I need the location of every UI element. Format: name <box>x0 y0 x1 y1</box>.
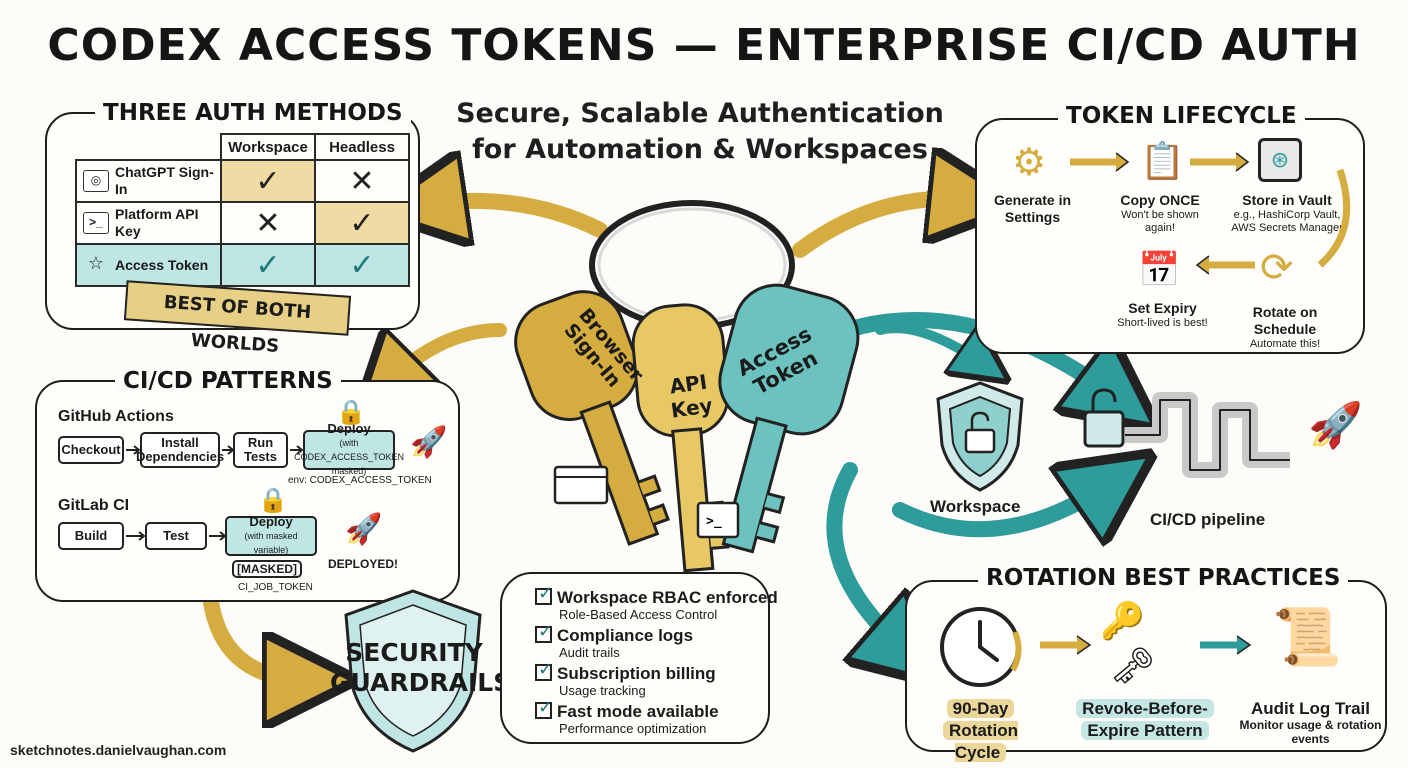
api-key-icon <box>631 303 730 573</box>
lifecycle-generate: Generate in Settings <box>993 192 1072 225</box>
col-headless: Headless <box>314 133 410 161</box>
browser-key-icon <box>514 290 670 546</box>
github-env-var: env: CODEX_ACCESS_TOKEN <box>288 475 432 486</box>
star-icon: ☆ <box>87 253 105 273</box>
arrow-to-guardrails <box>202 587 310 680</box>
arrow-workspace-to-pipeline <box>892 480 1115 529</box>
new-key-icon: 🗝 <box>1110 645 1156 686</box>
clock-icon <box>940 607 1022 687</box>
auth-methods-table: Workspace Headless ◎ChatGPT Sign-In ✓ ✕ … <box>75 133 410 287</box>
rocket-icon: 🚀 <box>410 426 448 459</box>
rocket-icon-gitlab: 🚀 <box>345 513 383 546</box>
checkbox-icon <box>535 698 553 719</box>
gl-step-build: Build <box>58 522 124 550</box>
cell-headless-token: ✓ <box>314 243 410 287</box>
gitlab-ci-label: GitLab CI <box>58 497 130 514</box>
terminal-window-icon <box>696 501 740 539</box>
clipboard-icon: 📋 <box>1140 140 1185 181</box>
lifecycle-copy: Copy ONCE Won't be shown again! <box>1120 192 1200 234</box>
pipeline-rocket-icon: 🚀 <box>1308 400 1363 450</box>
arrow-to-auth-methods <box>420 201 608 230</box>
lifecycle-rotate: Rotate on Schedule Automate this! <box>1249 304 1321 350</box>
guardrails-shield-icon <box>344 589 482 753</box>
cicd-title: CI/CD PATTERNS <box>115 368 341 394</box>
gl-step-test: Test <box>145 522 207 550</box>
api-key-label: API Key <box>668 369 715 423</box>
audit-log-label: Audit Log Trail Monitor usage & rotation… <box>1239 699 1382 747</box>
cell-workspace-token: ✓ <box>220 243 316 287</box>
cell-headless-chatgpt: ✕ <box>314 159 410 203</box>
lock-icon-gitlab: 🔒 <box>258 487 288 514</box>
lifecycle-title: TOKEN LIFECYCLE <box>1058 103 1305 129</box>
gitlab-step-arrows <box>126 531 227 541</box>
gear-icon: ⚙ <box>1012 142 1047 184</box>
vault-safe-icon: ⊛ <box>1258 138 1302 182</box>
pipeline-lock-icon <box>1083 410 1125 448</box>
revoke-pattern-label: Revoke-Before- Expire Pattern <box>1070 698 1220 742</box>
page-subtitle: Secure, Scalable Authentication for Auto… <box>440 96 960 168</box>
cell-workspace-chatgpt: ✓ <box>220 159 316 203</box>
checkbox-icon <box>535 584 553 605</box>
cell-headless-apikey: ✓ <box>314 201 410 245</box>
arrow-to-lifecycle <box>792 199 975 258</box>
table-row: ☆Access Token ✓ ✓ <box>75 243 410 287</box>
pipeline-label: CI/CD pipeline <box>1150 510 1266 529</box>
lifecycle-store: Store in Vault e.g., HashiCorp Vault, AW… <box>1231 192 1343 234</box>
gl-step-deploy: Deploy (with masked variable) <box>225 515 317 556</box>
checkbox-icon <box>535 660 553 681</box>
deployed-label: DEPLOYED! <box>328 557 399 571</box>
chatgpt-logo-icon: ◎ <box>83 170 109 192</box>
terminal-icon: >_ <box>83 212 109 234</box>
old-key-icon: 🔑 <box>1100 600 1145 641</box>
col-workspace: Workspace <box>220 133 316 161</box>
workspace-label: Workspace <box>930 497 1021 516</box>
github-step-arrows <box>126 445 304 455</box>
credit-url: sketchnotes.danielvaughan.com <box>10 742 227 758</box>
github-actions-label: GitHub Actions <box>58 408 174 425</box>
rotate-icon: ⟳ <box>1260 246 1294 290</box>
lifecycle-arrows <box>1070 152 1351 275</box>
workspace-shield-icon <box>936 381 1024 492</box>
ci-job-token: CI_JOB_TOKEN <box>238 582 313 593</box>
subtitle-line-2: for Automation & Workspaces <box>472 134 928 165</box>
rotation-cycle-label: 90-Day Rotation Cycle <box>918 698 1043 764</box>
lock-icon: 🔒 <box>336 399 366 426</box>
cell-workspace-apikey: ✕ <box>220 201 316 245</box>
subtitle-line-1: Secure, Scalable Authentication <box>456 98 944 129</box>
table-row: ◎ChatGPT Sign-In ✓ ✕ <box>75 159 410 203</box>
audit-log-icon: 📜 <box>1272 605 1342 668</box>
masked-badge: [MASKED] <box>232 560 302 578</box>
guardrails-title: SECURITY GUARDRAILS <box>330 638 512 697</box>
gh-step-checkout: Checkout <box>58 436 124 464</box>
gh-step-deploy: Deploy (with CODEX_ACCESS_TOKEN masked) <box>294 421 404 477</box>
arrow-to-cicd <box>385 323 507 385</box>
auth-methods-title: THREE AUTH METHODS <box>95 100 411 126</box>
rotation-title: ROTATION BEST PRACTICES <box>978 565 1349 591</box>
calendar-icon: 📅 <box>1138 251 1181 289</box>
arrow-to-rotation <box>826 462 910 655</box>
rotation-arrows <box>1040 635 1252 655</box>
lifecycle-expiry: Set Expiry Short-lived is best! <box>1117 300 1208 329</box>
table-row: >_Platform API Key ✕ ✓ <box>75 201 410 245</box>
gh-step-install: Install Dependencies <box>136 432 224 468</box>
checkbox-icon <box>535 622 553 643</box>
page-title: CODEX ACCESS TOKENS — ENTERPRISE CI/CD A… <box>47 20 1361 71</box>
keys-illustration: >_ <box>514 200 860 573</box>
browser-window-icon <box>553 465 609 505</box>
arrow-to-workspace <box>875 323 985 365</box>
pipeline-illustration: 🚀 <box>1083 388 1363 478</box>
svg-text:>_: >_ <box>706 514 722 529</box>
